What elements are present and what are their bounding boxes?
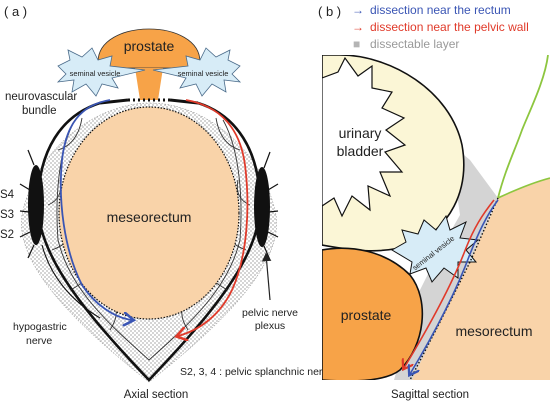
legend-text-red: dissection near the pelvic wall bbox=[370, 20, 529, 34]
anterior-wall-edge bbox=[497, 55, 549, 199]
red-dissection-path-axial bbox=[178, 99, 249, 336]
bladder-lumen bbox=[322, 56, 407, 218]
bladder-label-2: bladder bbox=[337, 143, 384, 159]
pelvic-plexus-right bbox=[254, 167, 270, 247]
meseorectum-label: meseorectum bbox=[107, 209, 192, 225]
seminal-vesicle-sagittal bbox=[391, 214, 480, 283]
panel-b-label: ( b ) bbox=[318, 4, 341, 19]
seminal-vesicle-right-label: seminal vesicle bbox=[178, 69, 229, 78]
legend-symbol-gray: ■ bbox=[353, 37, 360, 51]
s4-label: S4 bbox=[0, 189, 15, 201]
s2-label: S2 bbox=[0, 229, 14, 241]
nerve-roots-left bbox=[19, 149, 35, 259]
blue-dissection-path-sagittal bbox=[410, 199, 499, 374]
inner-fascia-line bbox=[56, 119, 242, 361]
neurovascular-label-1: neurovascular bbox=[5, 91, 77, 103]
sagittal-drawing: urinary bladder prostate seminal vesicle… bbox=[322, 55, 550, 380]
prostate-axial-label: prostate bbox=[124, 38, 175, 54]
prostate-sagittal bbox=[322, 247, 424, 380]
prostate-stem bbox=[135, 68, 163, 100]
panel-a: ( a ) meseorectum prostate semi bbox=[0, 4, 334, 401]
legend-symbol-blue: → bbox=[352, 3, 364, 17]
hypogastric-label-2: nerve bbox=[26, 335, 52, 347]
seminal-vesicle-left-shape bbox=[56, 47, 146, 97]
panel-b: ( b ) → dissection near the rectum → dis… bbox=[318, 3, 550, 401]
red-dissection-path-sagittal bbox=[404, 199, 495, 368]
legend-symbol-red: → bbox=[352, 20, 364, 34]
neurovascular-label-2: bundle bbox=[22, 105, 57, 117]
plexus-pointer-arrow bbox=[261, 252, 272, 301]
legend-text-blue: dissection near the rectum bbox=[370, 3, 511, 17]
hypogastric-nerve-line bbox=[41, 244, 101, 319]
pelvic-plexus-left bbox=[28, 165, 44, 245]
s3-label: S3 bbox=[0, 209, 14, 221]
axial-caption: Axial section bbox=[124, 389, 189, 401]
prostate-sagittal-label: prostate bbox=[341, 307, 392, 323]
neurovascular-bundle-line bbox=[99, 98, 129, 105]
splanchnic-note: S2, 3, 4 : pelvic splanchnic nerve bbox=[180, 366, 334, 378]
panel-a-label: ( a ) bbox=[4, 4, 27, 19]
sagittal-caption: Sagittal section bbox=[391, 389, 469, 401]
mesorectum-top-edge bbox=[497, 177, 550, 199]
endopelvic-fascia-line bbox=[36, 101, 262, 382]
mesorectum-region bbox=[410, 178, 550, 380]
seminal-vesicle-right-shape bbox=[152, 47, 242, 97]
pelvic-plexus-label-2: plexus bbox=[255, 320, 285, 332]
bladder-label-1: urinary bbox=[339, 125, 382, 141]
legend-text-gray: dissectable layer bbox=[370, 37, 459, 51]
legend: → dissection near the rectum → dissectio… bbox=[352, 3, 529, 51]
seminal-vesicle-left-label: seminal vesicle bbox=[70, 69, 121, 78]
mesorectum-label: mesorectum bbox=[455, 323, 532, 339]
pelvic-plexus-label-1: pelvic nerve bbox=[242, 307, 298, 319]
hypogastric-label-1: hypogastric bbox=[13, 321, 67, 333]
meseorectum bbox=[58, 106, 240, 320]
blue-dissection-path-axial bbox=[59, 99, 132, 320]
